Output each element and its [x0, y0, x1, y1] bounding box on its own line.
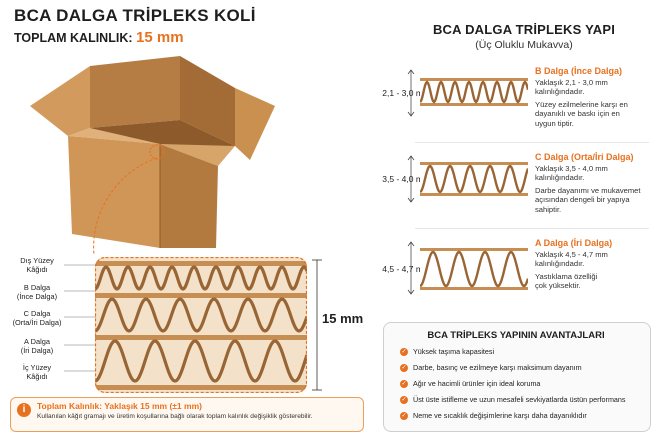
liner-layer: [95, 261, 307, 266]
label-text: B Dalga: [23, 283, 51, 292]
desc-line: çok yüksektir.: [535, 281, 581, 291]
flute-wave: [95, 297, 307, 333]
liner-layer: [95, 335, 307, 340]
label-text: (Orta/İri Dalga): [12, 318, 62, 327]
desc-line: dayanıklı ve baskı için en: [535, 109, 620, 119]
label-inner-liner: İç Yüzey Kâğıdı: [6, 363, 68, 381]
desc-line: Yastıklama özelliği: [535, 271, 598, 281]
label-text: C Dalga: [23, 309, 51, 318]
label-text: İç Yüzey: [22, 363, 52, 372]
flute-wave: [420, 80, 528, 104]
a-flute-section: [420, 248, 528, 290]
note-panel: [10, 397, 364, 432]
desc-line: Darbe dayanımı ve mukavemet: [535, 185, 641, 195]
advantage-text: Yüksek taşıma kapasitesi: [413, 347, 495, 356]
thickness-line: TOPLAM KALINLIK: 15 mm: [14, 29, 184, 46]
flute-wave: [95, 265, 307, 291]
note-title: Toplam Kalınlık: Yaklaşık 15 mm (±1 mm): [37, 401, 202, 411]
label-text: A Dalga: [24, 337, 50, 346]
liner-top: [420, 162, 528, 165]
advantage-text: Ağır ve hacimli ürünler için ideal korum…: [413, 379, 541, 388]
advantage-item: ✓ Neme ve sıcaklık değişimlerine karşı da…: [400, 411, 645, 427]
desc-line: Yüzey ezilmelerine karşı en: [535, 99, 628, 109]
thickness-value: 15 mm: [136, 29, 184, 46]
b-flute-name: B Dalga (İnce Dalga): [535, 66, 623, 76]
liner-top: [420, 248, 528, 251]
divider: [415, 142, 649, 143]
liner-bottom: [420, 287, 528, 290]
advantage-text: Darbe, basınç ve ezilmeye karşı maksimum…: [413, 363, 582, 372]
label-c-flute: C Dalga (Orta/İri Dalga): [6, 309, 68, 327]
range-c: 3,5 - 4,0 mm: [382, 174, 430, 184]
label-leader-lines: [64, 264, 96, 372]
advantage-item: ✓ Üst üste istiflemе ve uzun mesafeli sev…: [400, 395, 645, 411]
c-flute-section: [420, 162, 528, 196]
range-bracket-c: [407, 155, 415, 203]
label-outer-liner: Dış Yüzey Kâğıdı: [6, 256, 68, 274]
advantages-list: ✓ Yüksek taşıma kapasitesi ✓ Darbe, basınç…: [400, 347, 645, 427]
desc-line: kalınlığındadır.: [535, 259, 585, 269]
check-icon: ✓: [400, 364, 408, 373]
label-text: Dış Yüzey: [20, 256, 54, 265]
info-icon: i: [17, 403, 31, 417]
desc-line: kalınlığındadır.: [535, 173, 585, 183]
label-a-flute: A Dalga (İri Dalga): [6, 337, 68, 355]
callout-curve: [93, 157, 158, 256]
liner-layer: [95, 385, 307, 390]
advantage-item: ✓ Ağır ve hacimli ürünler için ideal koru…: [400, 379, 645, 395]
advantage-item: ✓ Yüksek taşıma kapasitesi: [400, 347, 645, 363]
structure-subtitle: (Üç Oluklu Mukavva): [475, 39, 573, 51]
range-a: 4,5 - 4,7 mm: [382, 264, 430, 274]
divider: [415, 228, 649, 229]
flute-wave: [420, 164, 528, 194]
liner-top: [420, 78, 528, 81]
note-text: Kullanılan kâğıt gramajı ve üretim koşul…: [37, 413, 313, 420]
dimension-arrow: [312, 259, 322, 391]
advantages-title: BCA TRİPLEKS YAPININ AVANTAJLARI: [427, 330, 605, 341]
desc-line: Yaklaşık 2,1 - 3,0 mm: [535, 78, 608, 87]
label-b-flute: B Dalga (İnce Dalga): [6, 283, 68, 301]
desc-line: Yaklaşık 4,5 - 4,7 mm: [535, 250, 608, 259]
liner-bottom: [420, 103, 528, 106]
check-icon: ✓: [400, 412, 408, 421]
dimension-label: 15 mm: [322, 311, 364, 326]
page-title: BCA DALGA TRİPLEKS KOLİ: [14, 6, 256, 25]
flute-wave: [95, 339, 307, 383]
label-text: Kâğıdı: [26, 265, 48, 274]
c-flute-name: C Dalga (Orta/İri Dalga): [535, 152, 634, 162]
check-icon: ✓: [400, 396, 408, 405]
liner-bottom: [420, 193, 528, 196]
advantage-text: Üst üste istiflemе ve uzun mesafeli sevk…: [413, 395, 626, 404]
a-flute-desc: Yaklaşık 4,5 - 4,7 mm kalınlığındadır. Y…: [535, 250, 608, 291]
range-b: 2,1 - 3,0 mm: [382, 88, 430, 98]
thickness-label: TOPLAM KALINLIK:: [14, 31, 133, 45]
advantages-panel: [383, 322, 651, 432]
range-bracket-b: [407, 69, 415, 117]
advantage-text: Neme ve sıcaklık değişimlerine karşı dah…: [413, 411, 587, 420]
structure-title: BCA DALGA TRİPLEKS YAPI: [432, 22, 616, 37]
liner-layer: [95, 293, 307, 298]
flute-wave: [420, 250, 528, 288]
c-flute-desc: Yaklaşık 3,5 - 4,0 mm kalınlığındadır. D…: [535, 164, 641, 214]
label-text: Kâğıdı: [26, 372, 48, 381]
desc-line: Yaklaşık 3,5 - 4,0 mm: [535, 164, 608, 173]
b-flute-section: [420, 78, 528, 106]
desc-line: uygun tiptir.: [535, 118, 574, 128]
a-flute-name: A Dalga (İri Dalga): [535, 238, 613, 248]
label-text: (İnce Dalga): [16, 292, 58, 301]
cross-section-large: [95, 257, 307, 393]
desc-line: kalınlığındadır.: [535, 87, 585, 97]
b-flute-desc: Yaklaşık 2,1 - 3,0 mm kalınlığındadır. Y…: [535, 78, 628, 128]
label-text: (İri Dalga): [20, 346, 54, 355]
range-bracket-a: [407, 241, 415, 295]
desc-line: açısından dengeli bir yapıya: [535, 195, 630, 205]
check-icon: ✓: [400, 348, 408, 357]
cardboard-box-illustration: [30, 56, 275, 248]
desc-line: sahiptir.: [535, 204, 562, 214]
advantage-item: ✓ Darbe, basınç ve ezilmeye karşı maksimu…: [400, 363, 645, 379]
check-icon: ✓: [400, 380, 408, 389]
